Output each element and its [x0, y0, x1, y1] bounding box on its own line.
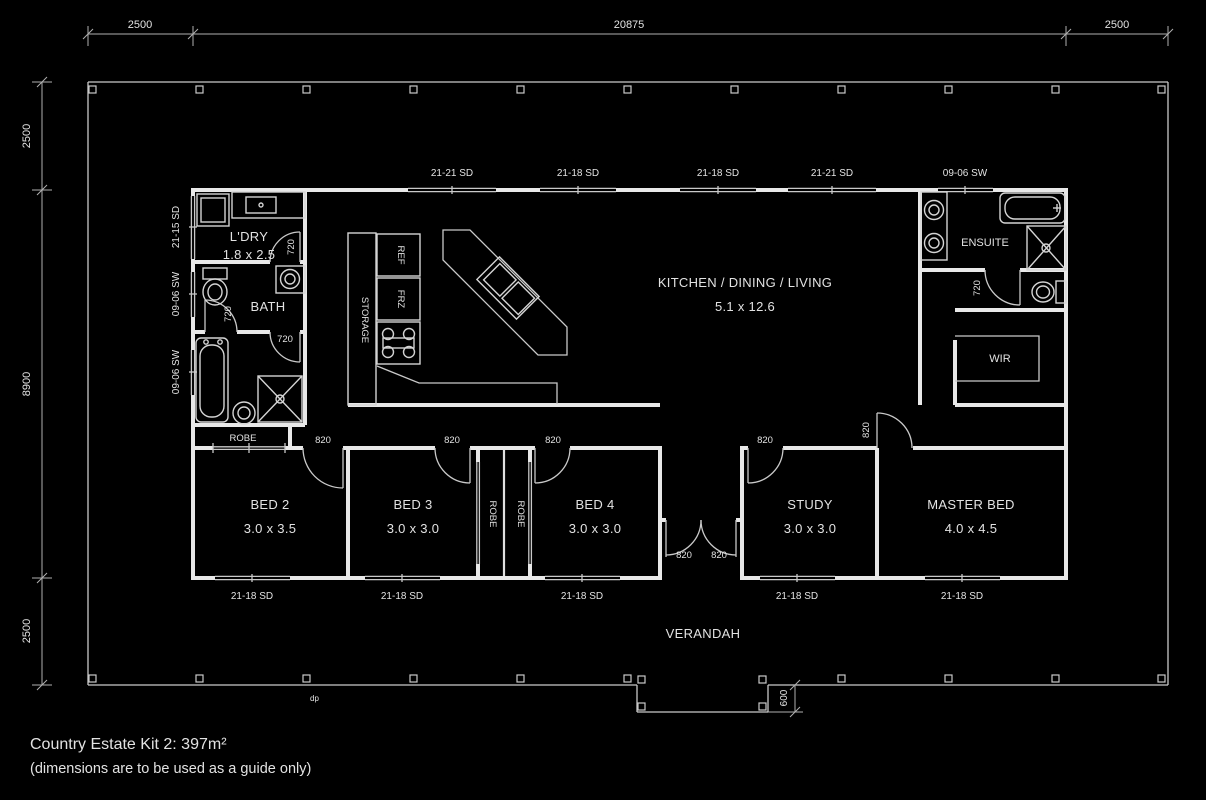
shower-icon	[257, 375, 303, 423]
verandah-posts	[88, 85, 1166, 683]
kitchen-island	[442, 229, 568, 356]
dim-top-middle: 20875	[614, 19, 645, 31]
bath-fixtures	[195, 265, 306, 425]
dimension-left: 2500 8900 2500	[21, 76, 52, 691]
window-label: 09-06 SW	[171, 349, 182, 394]
door-label-bed3: 820	[444, 435, 460, 446]
door-label-bed4: 820	[545, 435, 561, 446]
basin-icon	[232, 401, 256, 425]
door-label-study: 820	[757, 435, 773, 446]
ensuite-fixtures	[920, 191, 1067, 304]
window-label: 09-06 SW	[943, 168, 988, 179]
dim-left-bottom: 2500	[21, 619, 33, 643]
room-size-bed4: 3.0 x 3.0	[569, 521, 622, 536]
door-label-bath-upper: 720	[223, 306, 234, 322]
room-name-master: MASTER BED	[927, 497, 1015, 512]
cooktop-icon	[376, 321, 421, 365]
door-label-laundry: 720	[286, 239, 297, 255]
window-label: 21-21 SD	[431, 168, 473, 179]
room-name-living: KITCHEN / DINING / LIVING	[658, 275, 832, 290]
room-size-bed3: 3.0 x 3.0	[387, 521, 440, 536]
bathtub-icon	[195, 337, 229, 423]
room-name-laundry: L'DRY	[230, 229, 268, 244]
door-label-bed2: 820	[315, 435, 331, 446]
window-label: 21-18 SD	[697, 168, 739, 179]
toilet-icon	[202, 267, 228, 280]
window-label: 21-18 SD	[231, 591, 273, 602]
door-label-ensuite: 720	[972, 280, 983, 296]
door-label-master: 820	[861, 422, 872, 438]
ensuite-toilet-icon	[1055, 280, 1067, 304]
freezer-icon	[376, 277, 421, 321]
room-name-ensuite: ENSUITE	[961, 237, 1009, 249]
entry-depth-dim: 600	[779, 689, 790, 706]
fridge-label: REF	[395, 246, 406, 265]
windows-left: 21-15 SD 09-06 SW 09-06 SW	[171, 196, 197, 395]
entry-steps: 600	[636, 675, 803, 718]
pantry-bench	[347, 232, 377, 406]
interior-walls	[193, 190, 1066, 578]
windows-top: 21-21 SD 21-18 SD 21-18 SD 21-21 SD 09-0…	[408, 168, 993, 194]
dim-left-middle: 8900	[21, 372, 33, 396]
ensuite-shower-icon	[1026, 225, 1067, 271]
room-size-living: 5.1 x 12.6	[715, 299, 775, 314]
ensuite-bath-icon	[999, 192, 1066, 224]
window-label: 21-18 SD	[561, 591, 603, 602]
window-label: 21-18 SD	[381, 591, 423, 602]
plan-title: Country Estate Kit 2: 397m²	[30, 736, 227, 753]
wir-shelving	[955, 335, 1040, 382]
ensuite-vanity-icon	[920, 191, 948, 261]
door-label-entry-right: 820	[711, 550, 727, 561]
kitchen-fixtures: STORAGE REF FRZ	[347, 229, 568, 406]
door-label-entry-left: 820	[676, 550, 692, 561]
robe-columns: ROBE ROBE	[476, 448, 533, 578]
room-size-laundry: 1.8 x 2.5	[223, 247, 276, 262]
verandah-outline	[87, 81, 1169, 686]
room-name-bath: BATH	[251, 299, 286, 314]
room-name-bed2: BED 2	[250, 497, 289, 512]
window-label: 21-18 SD	[776, 591, 818, 602]
downpipe-label: dp	[310, 694, 319, 703]
dim-top-left: 2500	[128, 19, 152, 31]
doors: 720 720 720 720 820 820 820 820 820	[204, 231, 1021, 561]
room-size-bed2: 3.0 x 3.5	[244, 521, 297, 536]
window-label: 21-21 SD	[811, 168, 853, 179]
plan-subtitle: (dimensions are to be used as a guide on…	[30, 761, 311, 777]
windows-bottom: 21-18 SD 21-18 SD 21-18 SD 21-18 SD 21-1…	[215, 574, 1000, 602]
robe-label: ROBE	[487, 501, 498, 528]
door-label-bath-lower: 720	[277, 334, 293, 345]
fridge-icon	[376, 233, 421, 277]
room-size-master: 4.0 x 4.5	[945, 521, 998, 536]
kitchen-bench-edge	[376, 365, 558, 404]
robe-label: ROBE	[230, 433, 257, 444]
vanity-icon	[275, 265, 306, 294]
dimension-top: 2500 20875 2500	[82, 19, 1174, 46]
footer: Country Estate Kit 2: 397m² (dimensions …	[30, 736, 311, 777]
storage-label: STORAGE	[359, 297, 370, 343]
room-size-study: 3.0 x 3.0	[784, 521, 837, 536]
robe-bed2: ROBE	[212, 433, 286, 453]
window-label: 21-18 SD	[941, 591, 983, 602]
room-labels: L'DRY 1.8 x 2.5 BATH KITCHEN / DINING / …	[223, 229, 1015, 641]
kitchen-sink-icon	[475, 255, 541, 321]
dim-left-top: 2500	[21, 124, 33, 148]
window-label: 21-18 SD	[557, 168, 599, 179]
room-name-wir: WIR	[989, 353, 1010, 365]
exterior-walls	[191, 188, 1068, 580]
washing-machine-icon	[196, 193, 230, 227]
window-label: 21-15 SD	[171, 206, 182, 248]
room-name-bed4: BED 4	[575, 497, 614, 512]
dim-top-right: 2500	[1105, 19, 1129, 31]
laundry-tub-icon	[231, 191, 306, 219]
room-name-verandah: VERANDAH	[666, 626, 741, 641]
freezer-label: FRZ	[395, 290, 406, 309]
downpipe-marker: dp	[310, 694, 319, 703]
room-name-study: STUDY	[787, 497, 833, 512]
robe-label: ROBE	[515, 501, 526, 528]
laundry-fixtures	[196, 191, 306, 227]
room-name-bed3: BED 3	[393, 497, 432, 512]
window-label: 09-06 SW	[171, 271, 182, 316]
